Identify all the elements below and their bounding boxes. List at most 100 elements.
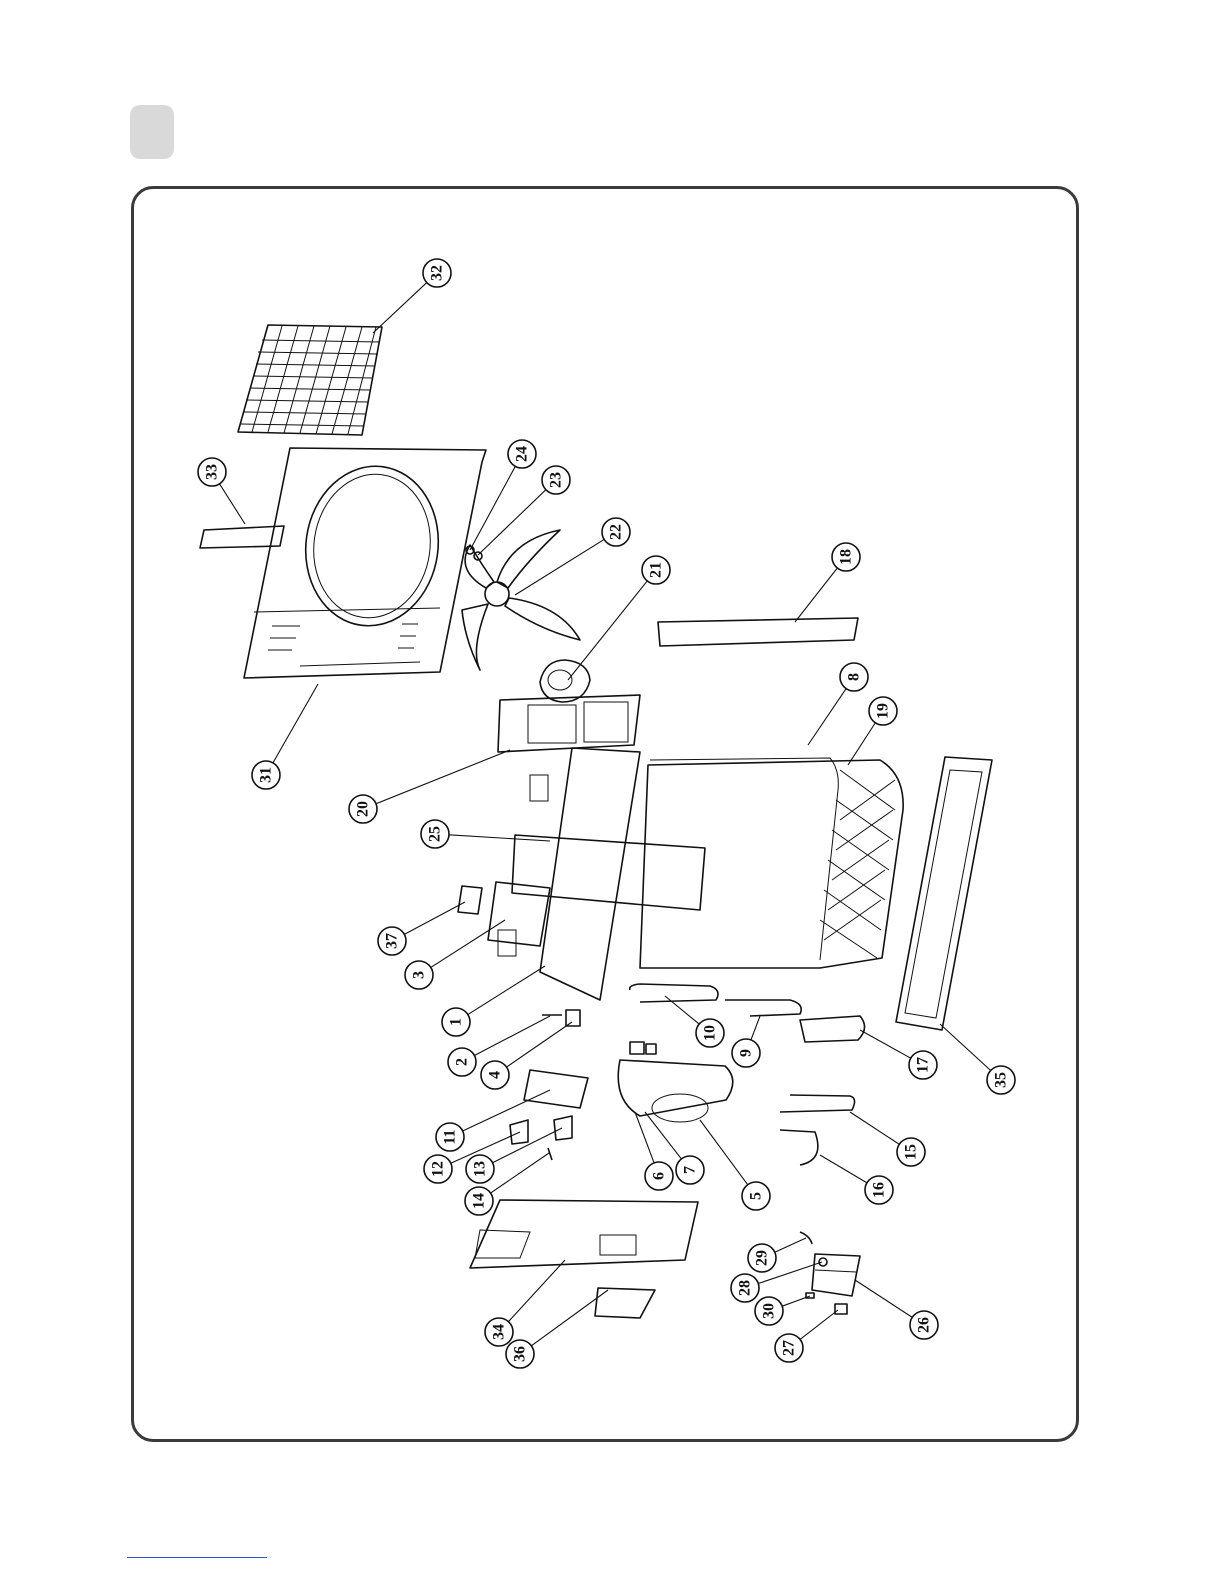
callout-number: 29 (754, 1250, 771, 1266)
part-reactor (800, 1016, 865, 1042)
callout-number: 20 (355, 801, 372, 817)
callout-number: 4 (487, 1071, 504, 1079)
callout-number: 7 (682, 1166, 699, 1174)
callout-number: 30 (761, 1303, 778, 1319)
callout-number: 27 (781, 1340, 798, 1356)
callout-leader (463, 1090, 550, 1131)
callout-leader (273, 684, 318, 763)
callout-30: 30 (755, 1296, 810, 1325)
callout-number: 26 (916, 1317, 933, 1333)
callout-number: 10 (702, 1025, 719, 1041)
part-tube-assembly (725, 1000, 801, 1016)
callout-32: 32 (373, 259, 451, 333)
callout-21: 21 (568, 556, 670, 680)
callout-leader (568, 581, 647, 680)
callout-5: 5 (700, 1120, 770, 1210)
callout-leader (468, 966, 545, 1015)
callout-number: 17 (915, 1057, 932, 1073)
callout-20: 20 (349, 750, 510, 823)
callout-number: 24 (514, 446, 531, 462)
callout-11: 11 (436, 1090, 550, 1151)
callout-number: 18 (838, 549, 855, 565)
callout-13: 13 (466, 1128, 562, 1183)
callout-15: 15 (850, 1112, 925, 1166)
part-side-panel (896, 757, 992, 1030)
callout-leader (808, 689, 846, 745)
callout-leader (531, 1290, 608, 1346)
callout-number: 1 (448, 1018, 465, 1026)
part-capacitor (819, 1258, 827, 1266)
callout-number: 9 (738, 1049, 755, 1057)
callout-leader (507, 1022, 572, 1067)
callout-number: 5 (748, 1192, 765, 1200)
callout-leader (751, 1016, 760, 1040)
callout-10: 10 (665, 996, 724, 1047)
callout-number: 34 (491, 1324, 508, 1340)
callout-leader (850, 1112, 899, 1144)
callout-leader (795, 568, 837, 622)
callout-number: 22 (608, 524, 625, 540)
callout-leader (515, 539, 604, 595)
callout-leader (470, 466, 515, 550)
callout-number: 37 (384, 933, 401, 949)
callout-37: 37 (378, 902, 465, 955)
part-right-panel (470, 1200, 698, 1268)
callout-leader (860, 1030, 911, 1058)
callout-34: 34 (485, 1260, 565, 1346)
callout-leader (474, 1016, 550, 1056)
callout-leader (800, 1310, 838, 1339)
callout-number: 19 (875, 703, 892, 719)
callout-number: 35 (993, 1072, 1010, 1088)
callout-leader (782, 1296, 810, 1306)
part-top-bracket (658, 618, 858, 646)
part-gas-valve (554, 1116, 572, 1140)
callout-number: 8 (846, 673, 863, 681)
callout-22: 22 (515, 518, 630, 595)
callout-number: 16 (871, 1182, 888, 1198)
callout-31: 31 (252, 684, 318, 789)
part-motor-mount (498, 695, 640, 752)
callout-leader (700, 1120, 748, 1185)
callout-1: 1 (442, 966, 545, 1036)
callout-leader (431, 920, 505, 967)
callout-leader (220, 484, 245, 524)
callout-number: 13 (472, 1161, 489, 1177)
part-compressor (618, 1042, 733, 1122)
callout-leader (478, 490, 546, 555)
part-screw (548, 1148, 552, 1160)
callout-leader (820, 1155, 867, 1183)
footer-rule (127, 1557, 267, 1558)
part-pipe-upper (780, 1095, 855, 1112)
callout-number: 36 (512, 1346, 529, 1362)
callout-number: 6 (651, 1172, 668, 1180)
callout-8: 8 (808, 663, 868, 745)
callout-24: 24 (470, 440, 536, 550)
callout-number: 12 (430, 1161, 447, 1177)
callout-27: 27 (775, 1310, 838, 1362)
part-mounting-plate (488, 882, 550, 946)
callout-16: 16 (820, 1155, 893, 1204)
callout-number: 33 (204, 464, 221, 480)
callout-leader (404, 902, 465, 934)
callout-33: 33 (198, 458, 245, 524)
callout-18: 18 (795, 543, 860, 622)
callout-28: 28 (731, 1262, 822, 1302)
part-base-pan (498, 748, 640, 1000)
callout-29: 29 (748, 1238, 806, 1272)
part-grommet (566, 1010, 580, 1026)
callout-number: 28 (737, 1280, 754, 1296)
part-fan-motor (540, 660, 590, 702)
callout-number: 3 (411, 971, 428, 979)
part-grille (238, 325, 382, 435)
callout-leader (508, 1260, 565, 1322)
callout-leader (373, 283, 427, 333)
callout-25: 25 (421, 820, 550, 848)
callout-19: 19 (848, 697, 897, 765)
part-condenser-coil (640, 758, 903, 968)
callout-number: 32 (429, 265, 446, 281)
callout-35: 35 (940, 1024, 1015, 1094)
callout-leader (855, 1280, 912, 1317)
part-front-panel (244, 448, 486, 678)
callout-number: 25 (427, 826, 444, 842)
